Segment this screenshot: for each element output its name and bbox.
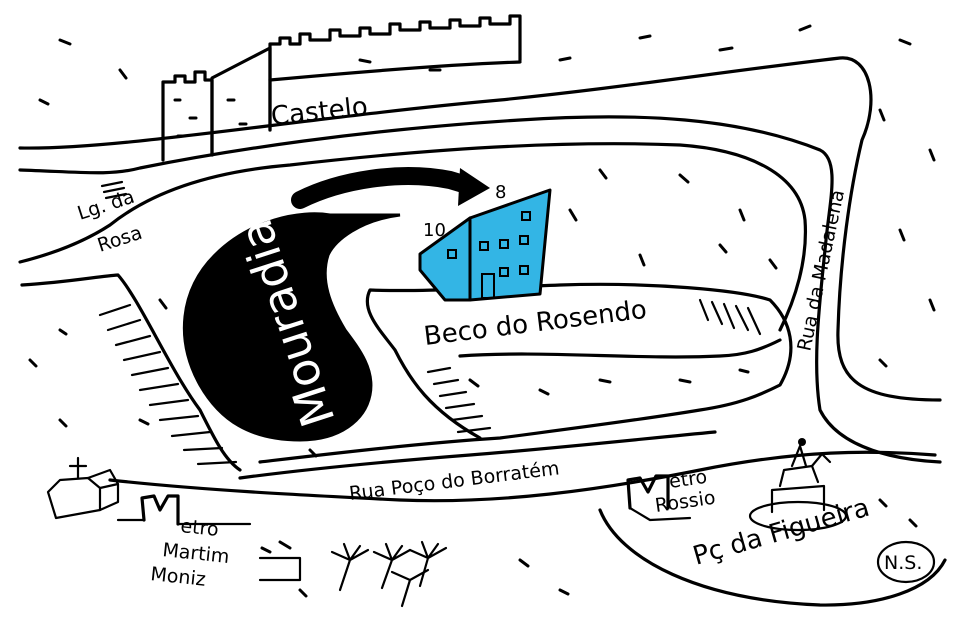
stairs-center xyxy=(426,366,492,434)
metro-m-icon-martim xyxy=(116,494,252,526)
church-icon xyxy=(46,456,120,520)
stairs-left xyxy=(98,303,238,466)
label-pc-da-figueira: Pç da Figueira xyxy=(690,493,873,572)
equestrian-statue-icon xyxy=(748,438,848,532)
building-icon xyxy=(418,188,552,302)
street-outlines xyxy=(18,56,947,607)
arrow-head xyxy=(458,168,490,206)
label-castelo: Castelo xyxy=(270,92,370,132)
label-house-10: 10 xyxy=(423,220,446,241)
curved-arrow-icon xyxy=(291,167,479,209)
label-metro-martim-1: etro xyxy=(179,515,219,541)
label-rua-poco-do-borratem: Rua Poço do Borratém xyxy=(348,457,561,505)
castle-walls-icon xyxy=(161,14,522,162)
stairs-rosa xyxy=(100,180,128,200)
label-signature: N.S. xyxy=(884,552,922,574)
stairs-right xyxy=(698,298,762,336)
plaza-martim-moniz xyxy=(258,540,302,582)
label-metro-rossio-2: Rossio xyxy=(654,487,717,517)
label-beco-do-rosendo: Beco do Rosendo xyxy=(422,295,648,352)
label-house-8: 8 xyxy=(495,182,506,203)
mouradia-district-shape xyxy=(182,212,401,442)
label-metro-martim-2: Martim xyxy=(161,539,230,568)
palm-tree-icon xyxy=(330,540,448,608)
label-metro-martim-3: Moniz xyxy=(149,563,206,591)
label-metro-rossio-1: etro xyxy=(668,466,709,493)
signature-badge xyxy=(876,540,936,584)
pavement-dashes xyxy=(28,24,936,598)
label-lg-da-rosa-2: Rosa xyxy=(95,222,145,257)
metro-m-icon-rossio xyxy=(626,474,692,522)
